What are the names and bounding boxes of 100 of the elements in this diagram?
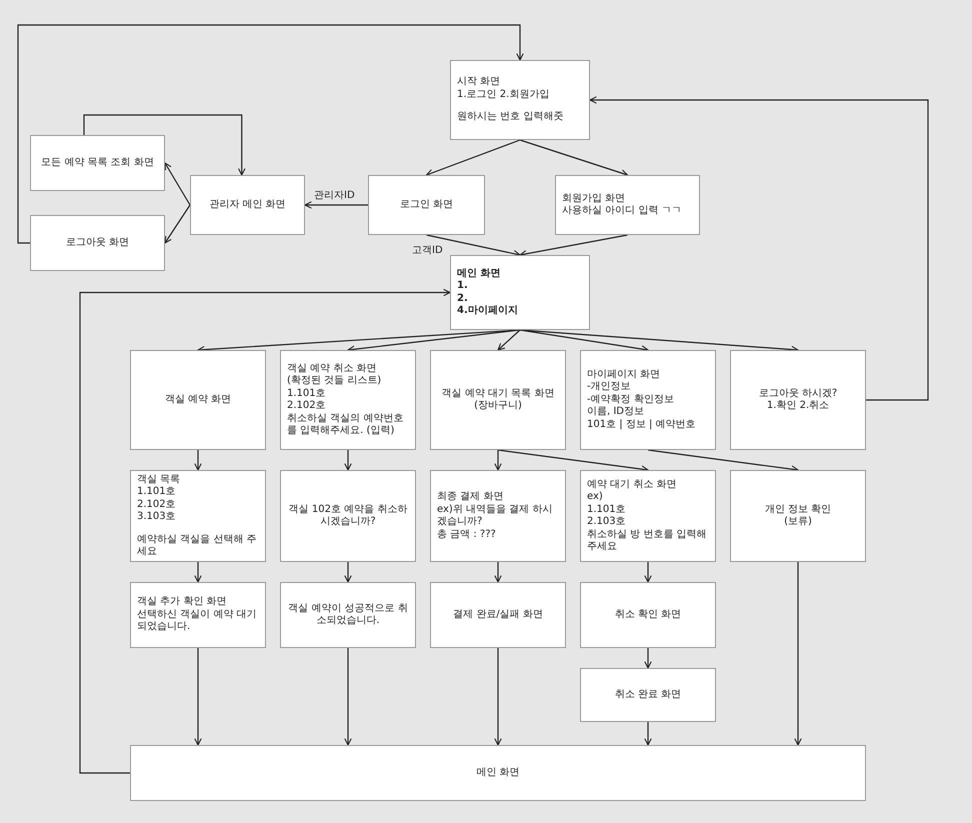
arrow [344, 648, 352, 746]
arrow [644, 562, 652, 583]
arrow [83, 114, 246, 176]
edge-label: 관리자ID [312, 190, 357, 202]
arrow [194, 450, 202, 471]
screen-text: 취소하실 객실의 예약번호를 입력해주세요. (입력) [287, 412, 404, 438]
screen-box [130, 745, 866, 801]
arrow [589, 96, 929, 401]
screen-box [130, 582, 266, 648]
screen-text: 사용하실 아이디 입력 ㄱㄱ [562, 205, 683, 218]
screen-text: 원하시는 번호 입력해줏 [457, 111, 564, 124]
arrow [194, 648, 202, 746]
arrow [498, 449, 649, 473]
screen-box [730, 470, 866, 562]
screen-box [30, 215, 165, 271]
screen-text: 객실 예약이 성공적으로 취소되었습니다. [287, 602, 409, 628]
screen-text: ex)위 내역들을 결제 하시겠습니까? [437, 504, 554, 528]
screen-box [430, 470, 566, 562]
screen-box [130, 470, 266, 562]
screen-text: 개인 정보 확인 [764, 504, 832, 516]
screen-text: 객실 102호 예약을 취소하시겠습니까? [288, 504, 408, 528]
screen-text: 1.101호 [587, 504, 627, 516]
arrow [347, 329, 520, 353]
screen-text: (보류) [783, 516, 813, 528]
arrow [426, 139, 520, 176]
arrow [644, 648, 652, 669]
screen-box [730, 350, 866, 450]
screen-box [280, 582, 416, 648]
screen-text: 이름, ID정보 [587, 406, 646, 419]
screen-text: 회원가입 화면 [562, 192, 626, 205]
screen-text: (장바구니) [473, 400, 523, 412]
screen-text: 2.102호 [137, 498, 177, 511]
arrow [164, 204, 190, 244]
screen-box [430, 582, 566, 648]
screen-box [30, 135, 165, 191]
screen-box [430, 350, 566, 450]
screen-box [190, 175, 305, 235]
screen-text: 객실 예약 화면 [164, 394, 232, 406]
screen-text: 메인 화면 [475, 766, 521, 780]
screen-text: 관리자 메인 화면 [208, 198, 287, 212]
screen-text: 취소 완료 화면 [614, 688, 682, 702]
screen-text: 예약하실 객실을 선택해 주세요 [137, 534, 258, 558]
screen-text: 취소하실 방 번호를 입력해주세요 [587, 528, 708, 554]
screen-box [580, 350, 716, 450]
screen-text: 로그인 화면 [398, 198, 454, 212]
screen-text: 객실 예약 취소 화면 [287, 362, 378, 375]
arrow [519, 234, 628, 258]
screen-box [580, 470, 716, 562]
screen-box [555, 175, 700, 235]
screen-box [368, 175, 485, 235]
screen-text: 1.확인 2.취소 [766, 400, 830, 412]
screen-text: 4.마이페이지 [457, 305, 519, 318]
screen-text: 1.101호 [137, 486, 177, 498]
screen-text: 선택하신 객실이 예약 대기 되었습니다. [137, 608, 258, 634]
screen-text: 로그아웃 화면 [64, 236, 130, 250]
screen-box [580, 668, 716, 722]
screen-text: 최종 결제 화면 [437, 491, 504, 504]
screen-text: 2.103호 [587, 516, 627, 528]
screen-text: (확정된 것들 리스트) [287, 375, 382, 388]
arrow [344, 562, 352, 583]
screen-text: 모든 예약 목록 조회 화면 [40, 156, 155, 170]
screen-text: 3.103호 [137, 511, 177, 524]
screen-text: 예약 대기 취소 화면 [587, 478, 678, 491]
screen-text: 1.101호 [287, 388, 327, 400]
screen-box [280, 350, 416, 450]
arrow [194, 562, 202, 583]
arrow [17, 24, 524, 244]
screen-box [450, 255, 590, 330]
screen-text: 객실 목록 [137, 474, 182, 486]
arrow [520, 329, 649, 353]
screen-text: -개인정보 [587, 381, 632, 394]
screen-box [130, 350, 266, 450]
arrow [494, 450, 502, 471]
screen-text: 결제 완료/실패 화면 [452, 608, 544, 622]
screen-text: 취소 확인 화면 [614, 608, 682, 622]
arrow [494, 562, 502, 583]
arrow [79, 288, 451, 774]
screen-text: 101호 | 정보 | 예약번호 [587, 418, 697, 432]
screen-text: 총 금액 : ??? [437, 528, 497, 541]
arrow [497, 330, 520, 351]
screen-text: 로그아웃 하시겠? [758, 388, 838, 400]
screen-text: 마이페이지 화면 [587, 368, 662, 382]
screen-text: 시작 화면 [457, 76, 502, 89]
arrow [426, 234, 521, 258]
arrow [344, 450, 352, 471]
arrow [648, 449, 799, 473]
screen-text: 2.102호 [287, 400, 327, 412]
screen-box [450, 60, 590, 140]
screen-text: 2. [457, 292, 469, 305]
arrow [520, 139, 628, 177]
screen-text: ex) [587, 491, 604, 504]
screen-text: 객실 예약 대기 목록 화면 [440, 388, 556, 400]
screen-box [280, 470, 416, 562]
arrow [494, 648, 502, 746]
arrow [304, 201, 368, 209]
edge-label: 고객ID [410, 245, 445, 257]
screen-text: -예약확정 확인정보 [587, 394, 675, 406]
screen-text: 1. [457, 280, 469, 292]
screen-text: 객실 추가 확인 화면 [137, 596, 228, 609]
arrow [644, 722, 652, 746]
